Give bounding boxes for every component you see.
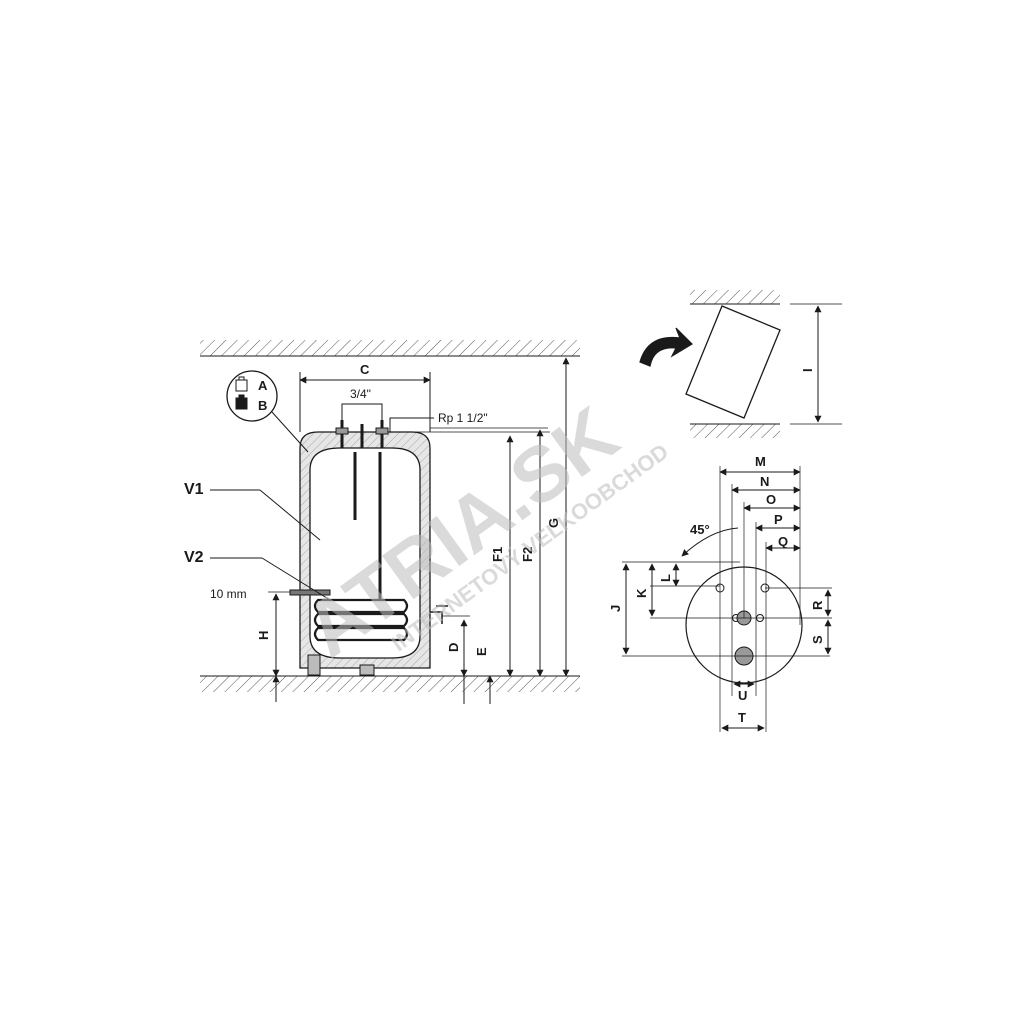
- label-O: O: [766, 492, 776, 507]
- heating-coil: [313, 598, 409, 642]
- ceiling-hatch: [200, 340, 580, 356]
- tilted-tank: [685, 305, 781, 419]
- legend-label-A: A: [258, 378, 268, 393]
- label-K: K: [634, 588, 649, 598]
- label-C: C: [360, 362, 370, 377]
- label-H: H: [256, 631, 271, 640]
- label-T: T: [738, 710, 746, 725]
- label-E: E: [474, 647, 489, 656]
- label-V1: V1: [184, 481, 204, 498]
- full-tank-icon: [235, 397, 248, 410]
- label-G: G: [546, 518, 561, 528]
- floor-hatch: [200, 676, 580, 692]
- label-S: S: [810, 635, 825, 644]
- label-N: N: [760, 474, 769, 489]
- tilt-clearance-view: [639, 290, 842, 438]
- boiler-side-view: [200, 340, 580, 704]
- label-M: M: [755, 454, 766, 469]
- label-R: R: [810, 600, 825, 610]
- label-I: I: [800, 368, 815, 372]
- label-Q: Q: [778, 534, 788, 549]
- label-J: J: [608, 605, 623, 612]
- label-D: D: [446, 643, 461, 652]
- label-F2: F2: [520, 547, 535, 562]
- empty-tank-icon: [235, 379, 248, 392]
- label-P: P: [774, 512, 783, 527]
- label-three-quarter: 3/4": [350, 387, 371, 401]
- legend-label-B: B: [258, 398, 267, 413]
- label-angle: 45°: [690, 522, 710, 537]
- label-V2: V2: [184, 549, 204, 566]
- label-rp: Rp 1 1/2": [438, 411, 488, 425]
- label-F1: F1: [490, 547, 505, 562]
- label-10mm: 10 mm: [210, 587, 247, 601]
- bottom-view: [622, 466, 832, 732]
- label-U: U: [738, 688, 747, 703]
- tilt-arrow-icon: [639, 327, 693, 367]
- label-L: L: [658, 574, 673, 582]
- legend-circle: [226, 370, 278, 422]
